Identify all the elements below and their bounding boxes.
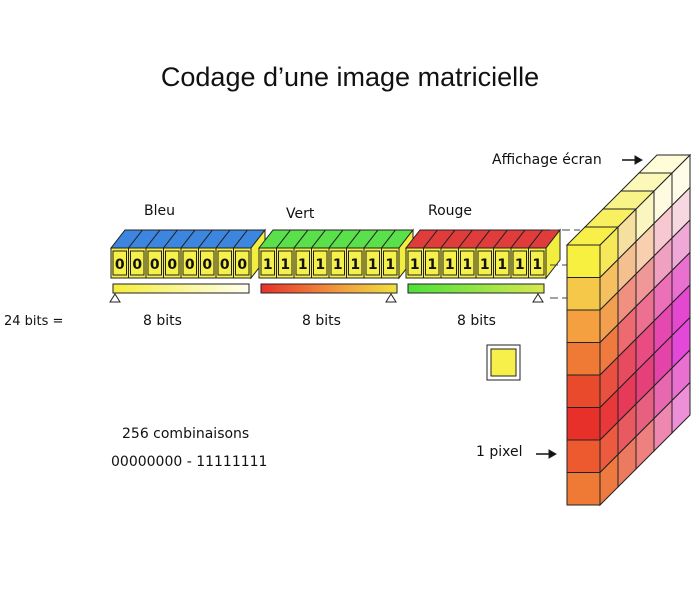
bit-value: 1 [315,257,325,273]
pixel-cell [566,472,601,506]
bit-cell-inner [278,250,293,276]
pivot-triangle-icon [385,293,397,303]
pixel-label: 1 pixel [476,444,523,460]
bit-cell-inner [182,250,197,276]
bit-value: 1 [368,257,378,273]
bit-cell-inner [147,250,162,276]
bit-value: 1 [445,257,455,273]
bit-cell-inner [460,250,475,276]
pixel-cell [566,244,601,278]
pivot-triangle-icon [532,293,544,303]
bit-value: 0 [115,257,125,273]
combinations-label: 256 combinaisons [122,426,250,442]
bit-cell-inner [260,250,275,276]
range-label: 00000000 - 11111111 [111,454,268,470]
pixel-cell [566,407,601,441]
bit-value: 1 [333,257,343,273]
bit-value: 1 [515,257,525,273]
bit-cell-inner [477,250,492,276]
label-bleu: Bleu [144,203,175,219]
screen-arrow-icon-head [634,155,644,165]
bit-block-side [545,228,561,280]
bit-value: 1 [298,257,308,273]
pixel-cell [566,439,601,473]
bit-value: 1 [462,257,472,273]
bit-value: 1 [385,257,395,273]
pixel-cell [566,277,601,311]
bit-cell-inner [365,250,380,276]
bit-cell-inner [530,250,545,276]
size-rouge: 8 bits [457,313,496,329]
bit-value: 1 [280,257,290,273]
bit-cell-inner [295,250,310,276]
pivot-triangle-icon [109,293,121,303]
bit-cell-inner [330,250,345,276]
bit-range-bar [260,283,398,294]
bit-value: 0 [167,257,177,273]
bit-cell-inner [442,250,457,276]
pixel-cell-side [671,381,691,435]
label-rouge: Rouge [428,203,473,219]
pixel-cell-top [637,154,692,174]
total-bits-label: 24 bits = [4,314,64,329]
screen-label: Affichage écran [492,152,602,168]
bit-cell-inner [130,250,145,276]
size-vert: 8 bits [302,313,341,329]
bit-cell-inner [495,250,510,276]
label-vert: Vert [286,206,315,222]
bit-value: 0 [237,257,247,273]
bit-range-bar [112,283,250,294]
bit-cell-inner [217,250,232,276]
bit-value: 1 [410,257,420,273]
bit-value: 1 [350,257,360,273]
bit-cell-inner [407,250,422,276]
bit-value: 1 [497,257,507,273]
bit-cell-inner [235,250,250,276]
bit-cell-inner [313,250,328,276]
pixel-cell [566,342,601,376]
bit-value: 0 [132,257,142,273]
bit-value: 0 [185,257,195,273]
bit-cell-inner [383,250,398,276]
bit-cell-inner [200,250,215,276]
bit-value: 1 [263,257,273,273]
pixel-cell [566,374,601,408]
page-title: Codage d’une image matricielle [160,62,540,92]
bit-cell-inner [348,250,363,276]
bit-range-bar [407,283,545,294]
bit-cell-inner [512,250,527,276]
bit-cell-inner [165,250,180,276]
size-bleu: 8 bits [143,313,182,329]
bit-value: 0 [150,257,160,273]
pixel-swatch [490,348,517,377]
bit-value: 1 [480,257,490,273]
bit-value: 0 [202,257,212,273]
bit-value: 1 [532,257,542,273]
pixel-arrow-icon-head [548,449,558,459]
bit-value: 1 [427,257,437,273]
bit-cell-inner [112,250,127,276]
bit-cell-inner [425,250,440,276]
pixel-cell [566,309,601,343]
bit-value: 0 [220,257,230,273]
